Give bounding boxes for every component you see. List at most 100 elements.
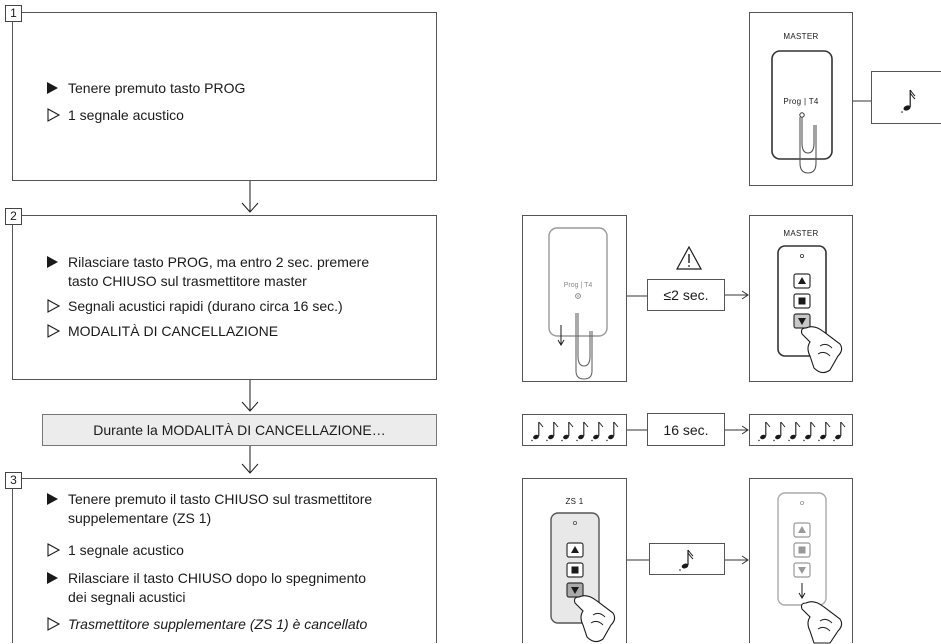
music-note-flag (780, 421, 786, 428)
music-note-flag (538, 421, 544, 428)
step-2-box (12, 215, 437, 380)
music-note-dot (773, 439, 775, 442)
bullet-open-icon (47, 324, 61, 338)
music-note-flag (825, 421, 831, 428)
music-note-dot (758, 439, 760, 442)
music-note-icon (533, 434, 539, 440)
music-note-dot (591, 439, 593, 442)
figure-note-single (871, 71, 941, 124)
figure-prog-release: Prog | T4 (522, 215, 627, 382)
music-note-icon (593, 434, 599, 440)
bullet-solid-icon (47, 82, 58, 94)
arrow-right-icon (725, 290, 749, 300)
music-note-dot (803, 439, 805, 442)
bullet-open-icon (47, 543, 61, 557)
arrow-down-icon (241, 181, 259, 213)
deletion-mode-banner: Durante la MODALITÀ DI CANCELLAZIONE… (42, 414, 437, 446)
arrow-down-icon (241, 446, 259, 474)
music-note-icon (563, 434, 569, 440)
figure-zs1-released (749, 478, 853, 644)
bullet-solid-icon (47, 493, 58, 505)
connector-line (627, 559, 649, 561)
music-note-dot (818, 439, 820, 442)
music-note-icon (548, 434, 554, 440)
step-3-line-1: Tenere premuto il tasto CHIUSO sul trasm… (68, 491, 373, 507)
music-note-flag (568, 421, 574, 428)
bullet-open-icon (47, 108, 61, 122)
arrow-right-icon (725, 555, 749, 565)
music-note-flag (810, 421, 816, 428)
master-label: MASTER (783, 32, 819, 41)
music-note-icon (790, 434, 796, 440)
remote-control-icon (777, 245, 843, 374)
step-1-number: 1 (5, 5, 22, 22)
step-2-line-2: tasto CHIUSO sul trasmettitore master (68, 273, 307, 289)
step-2-line-4: MODALITÀ DI CANCELLAZIONE (68, 323, 279, 339)
music-note-dot (531, 439, 533, 442)
music-note-icon (608, 434, 614, 440)
figure-master-prog: MASTER Prog | T4 (749, 12, 853, 186)
music-notes-icon (758, 421, 846, 442)
step-2-line-3: Segnali acustici rapidi (durano circa 16… (68, 298, 343, 314)
connector-line (627, 295, 649, 297)
music-note-icon (901, 89, 916, 113)
music-note-dot (576, 439, 578, 442)
remote-control-icon: Prog | T4 (548, 227, 608, 380)
music-note-icon (805, 434, 811, 440)
music-note-flag (583, 421, 589, 428)
warning-triangle-icon (675, 245, 703, 270)
bullet-solid-icon (47, 256, 58, 268)
music-note-dot (546, 439, 548, 442)
music-note-icon (775, 434, 781, 440)
step-1-box (12, 12, 437, 181)
figure-zs1-press: ZS 1 (522, 478, 627, 643)
remote-control-icon (771, 50, 833, 174)
prog-label: Prog | T4 (783, 97, 819, 106)
arrow-right-icon (725, 425, 749, 435)
svg-text:Prog | T4: Prog | T4 (564, 282, 593, 289)
music-note-dot (788, 439, 790, 442)
bullet-open-icon (47, 299, 61, 313)
music-note-dot (561, 439, 563, 442)
music-note-flag (795, 421, 801, 428)
remote-control-icon (550, 512, 616, 643)
step-3-number: 3 (5, 472, 22, 489)
music-note-icon (760, 434, 766, 440)
step-1-line-2: 1 segnale acustico (68, 107, 184, 123)
step-1-line-1: Tenere premuto tasto PROG (68, 80, 246, 96)
music-note-icon (820, 434, 826, 440)
figure-master-close: MASTER (749, 215, 853, 382)
zs1-label: ZS 1 (565, 497, 584, 506)
figure-notes-rapid-left (522, 414, 627, 446)
step-3-line-4: Rilasciare il tasto CHIUSO dopo lo spegn… (68, 570, 367, 586)
music-note-icon (835, 434, 841, 440)
music-note-dot (833, 439, 835, 442)
connector-line (627, 429, 649, 431)
music-note-icon (679, 549, 694, 571)
timer-short: ≤2 sec. (647, 279, 725, 311)
step-2-line-1: Rilasciare tasto PROG, ma entro 2 sec. p… (68, 254, 370, 270)
timer-long: 16 sec. (647, 413, 725, 446)
arrow-down-icon (241, 380, 259, 412)
figure-notes-rapid-right (749, 414, 853, 446)
music-note-flag (840, 421, 846, 428)
music-note-icon (578, 434, 584, 440)
music-notes-icon (531, 421, 619, 442)
remote-control-icon (777, 492, 843, 644)
music-note-flag (553, 421, 559, 428)
step-3-line-5: dei segnali acustici (68, 589, 186, 605)
music-note-dot (606, 439, 608, 442)
music-note-flag (598, 421, 604, 428)
step-3-box (12, 478, 437, 643)
step-3-line-6: Trasmettitore supplementare (ZS 1) è can… (68, 616, 368, 632)
music-note-flag (613, 421, 619, 428)
bullet-open-icon (47, 617, 61, 631)
bullet-solid-icon (47, 572, 58, 584)
step-3-line-2: suppelementare (ZS 1) (68, 510, 212, 526)
master-label: MASTER (783, 229, 819, 238)
step-2-number: 2 (5, 208, 22, 225)
timer-long-label: 16 sec. (663, 422, 709, 438)
figure-note-single (649, 543, 725, 575)
music-note-flag (765, 421, 771, 428)
timer-short-label: ≤2 sec. (663, 287, 709, 303)
